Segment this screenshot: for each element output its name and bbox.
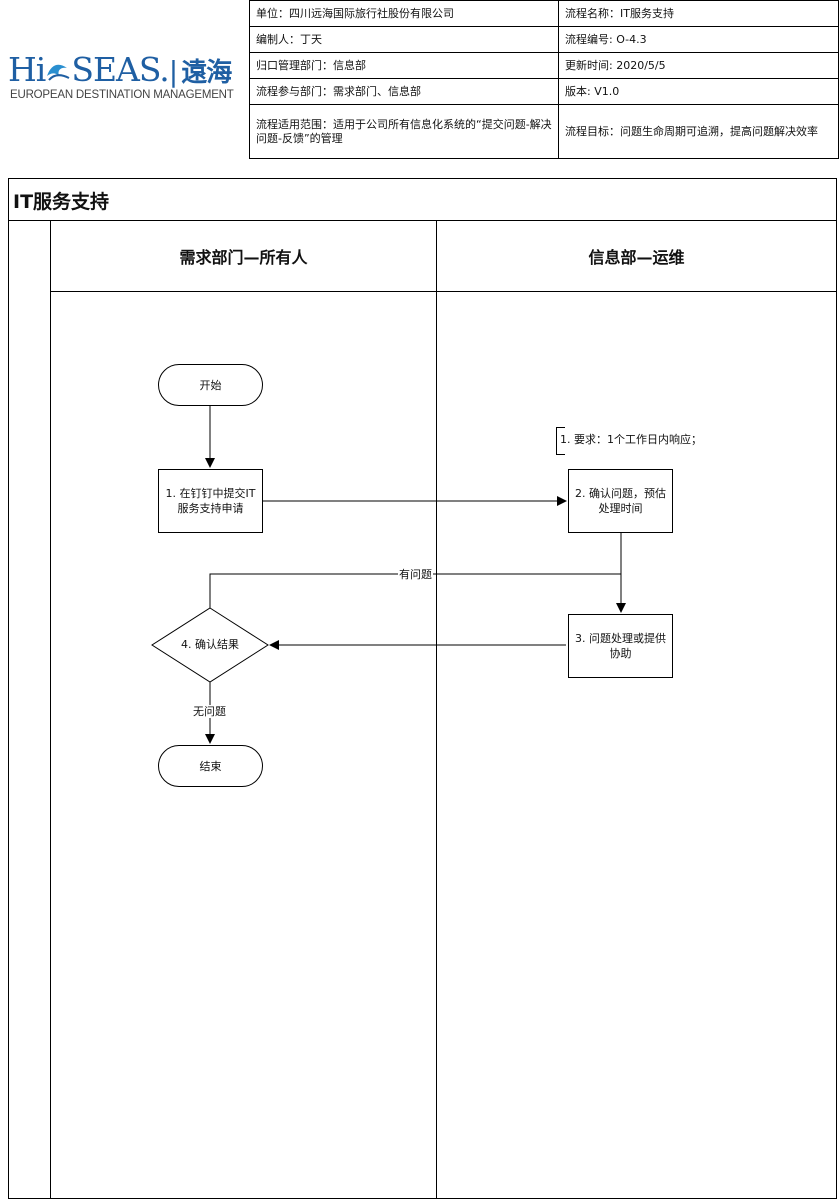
logo-chinese: 遠海 (181, 58, 232, 88)
step3-node: 3. 问题处理或提供协助 (568, 614, 673, 678)
diagram-title-bar: IT服务支持 (9, 179, 836, 221)
response-requirement-note: 1. 要求：1个工作日内响应； (560, 433, 702, 446)
step4-label: 4. 确认结果 (181, 638, 239, 651)
process-info-table: 单位：四川远海国际旅行社股份有限公司 流程名称：IT服务支持 编制人：丁天 流程… (249, 0, 839, 159)
start-node: 开始 (158, 364, 263, 406)
logo-subtitle: EUROPEAN DESTINATION MANAGEMENT (10, 89, 234, 101)
participants-cell: 流程参与部门：需求部门、信息部 (249, 78, 559, 105)
wave-icon (47, 64, 70, 81)
department-cell: 归口管理部门：信息部 (249, 52, 559, 79)
lane-it-ops: 信息部—运维 (437, 221, 836, 1198)
step2-node: 2. 确认问题，预估处理时间 (568, 469, 673, 533)
lane-gutter (9, 221, 51, 1198)
lane-requester: 需求部门—所有人 (51, 221, 437, 1198)
edge-label-no-issue: 无问题 (192, 705, 227, 718)
scope-cell: 流程适用范围：适用于公司所有信息化系统的“提交问题-解决问题-反馈”的管理 (249, 104, 559, 159)
goal-cell: 流程目标：问题生命周期可追溯，提高问题解决效率 (558, 104, 839, 159)
process-name-cell: 流程名称：IT服务支持 (558, 0, 839, 27)
unit-cell: 单位：四川远海国际旅行社股份有限公司 (249, 0, 559, 27)
end-node: 结束 (158, 745, 263, 787)
edge-label-has-issue: 有问题 (398, 568, 433, 581)
lane-requester-header: 需求部门—所有人 (51, 221, 436, 292)
updated-cell: 更新时间: 2020/5/5 (558, 52, 839, 79)
process-no-cell: 流程编号: O-4.3 (558, 26, 839, 53)
lane-it-ops-header: 信息部—运维 (437, 221, 836, 292)
note-bracket (556, 427, 565, 455)
step1-node: 1. 在钉钉中提交IT服务支持申请 (158, 469, 263, 533)
swimlane-diagram: IT服务支持 需求部门—所有人 信息部—运维 (8, 178, 837, 1199)
diagram-title: IT服务支持 (13, 191, 110, 213)
version-cell: 版本: V1.0 (558, 78, 839, 105)
editor-cell: 编制人：丁天 (249, 26, 559, 53)
